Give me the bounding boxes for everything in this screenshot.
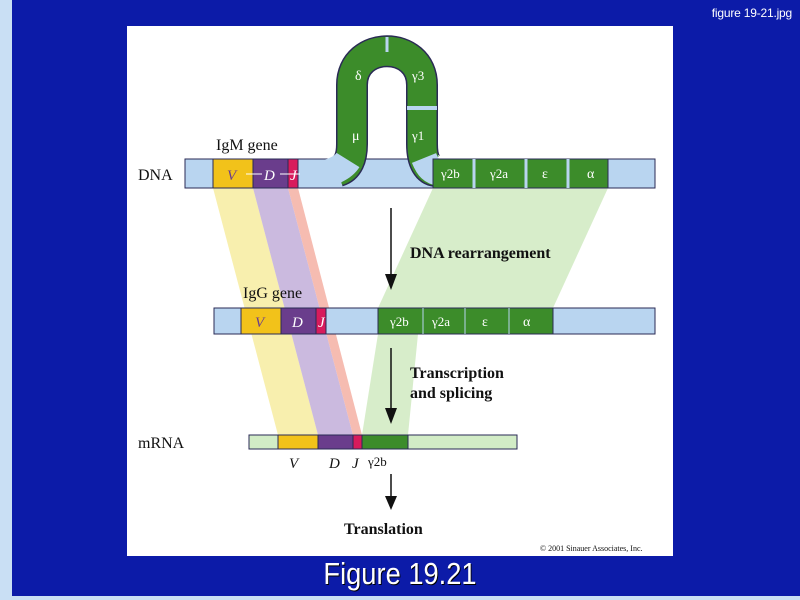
bottom-border-bar (0, 596, 800, 600)
dna-label: DNA (138, 167, 173, 184)
mrna-gamma2b-segment (361, 434, 409, 450)
arrow-transcription-head (385, 408, 397, 424)
left-border-bar (0, 0, 12, 600)
igg-d-label: D (291, 315, 303, 331)
transcription-label-line2: and splicing (410, 385, 492, 402)
arrow-rearrangement-head (385, 274, 397, 290)
igg-alpha-label: α (523, 315, 531, 330)
translation-label: Translation (344, 521, 423, 538)
mrna-j-label: J (352, 456, 360, 472)
dna-gamma2a-label: γ2a (489, 166, 508, 181)
igg-j-label: J (318, 315, 326, 331)
igg-gene-label: IgG gene (243, 285, 302, 302)
figure-panel: DNA IgM gene IgG gene mRNA DNA rearrange… (127, 26, 673, 556)
dna-constant-block (432, 158, 609, 189)
constant-mapping-band-1 (378, 188, 608, 308)
figure-caption: Figure 19.21 (323, 556, 477, 591)
dna-j-label: J (290, 168, 298, 184)
delta-label: δ (355, 69, 362, 84)
rearrangement-label: DNA rearrangement (410, 245, 551, 262)
dna-alpha-label: α (587, 167, 595, 182)
mu-label: μ (352, 129, 360, 144)
file-name-label: figure 19-21.jpg (711, 6, 792, 20)
copyright-text: © 2001 Sinauer Associates, Inc. (540, 544, 643, 553)
igm-gene-label: IgM gene (216, 137, 278, 154)
igg-epsilon-label: ε (482, 315, 488, 330)
loop-light-ends (317, 151, 360, 188)
dna-d-label: D (263, 168, 275, 184)
mrna-d-segment (317, 434, 354, 450)
mrna-v-segment (277, 434, 319, 450)
transcription-label-line1: Transcription (410, 365, 504, 382)
igg-v-segment (240, 307, 282, 335)
igg-j-segment (315, 307, 327, 335)
dna-v-label: V (227, 168, 238, 184)
gamma1-label: γ1 (411, 128, 424, 143)
mrna-d-label: D (328, 456, 340, 472)
gamma3-label: γ3 (411, 68, 424, 83)
mrna-label: mRNA (138, 435, 185, 452)
igg-gamma2a-label: γ2a (431, 314, 450, 329)
igg-gamma2b-label: γ2b (389, 314, 409, 329)
gene-rearrangement-diagram: DNA IgM gene IgG gene mRNA DNA rearrange… (138, 35, 656, 553)
mrna-j-segment (352, 434, 363, 450)
mrna-v-label: V (289, 456, 300, 472)
mrna-gamma2b-label: γ2b (367, 454, 387, 469)
arrow-translation-head (385, 496, 397, 510)
igg-v-label: V (255, 315, 266, 331)
dna-gamma2b-label: γ2b (440, 166, 460, 181)
constant-mapping-band-2 (362, 334, 418, 435)
dna-epsilon-label: ε (542, 167, 548, 182)
